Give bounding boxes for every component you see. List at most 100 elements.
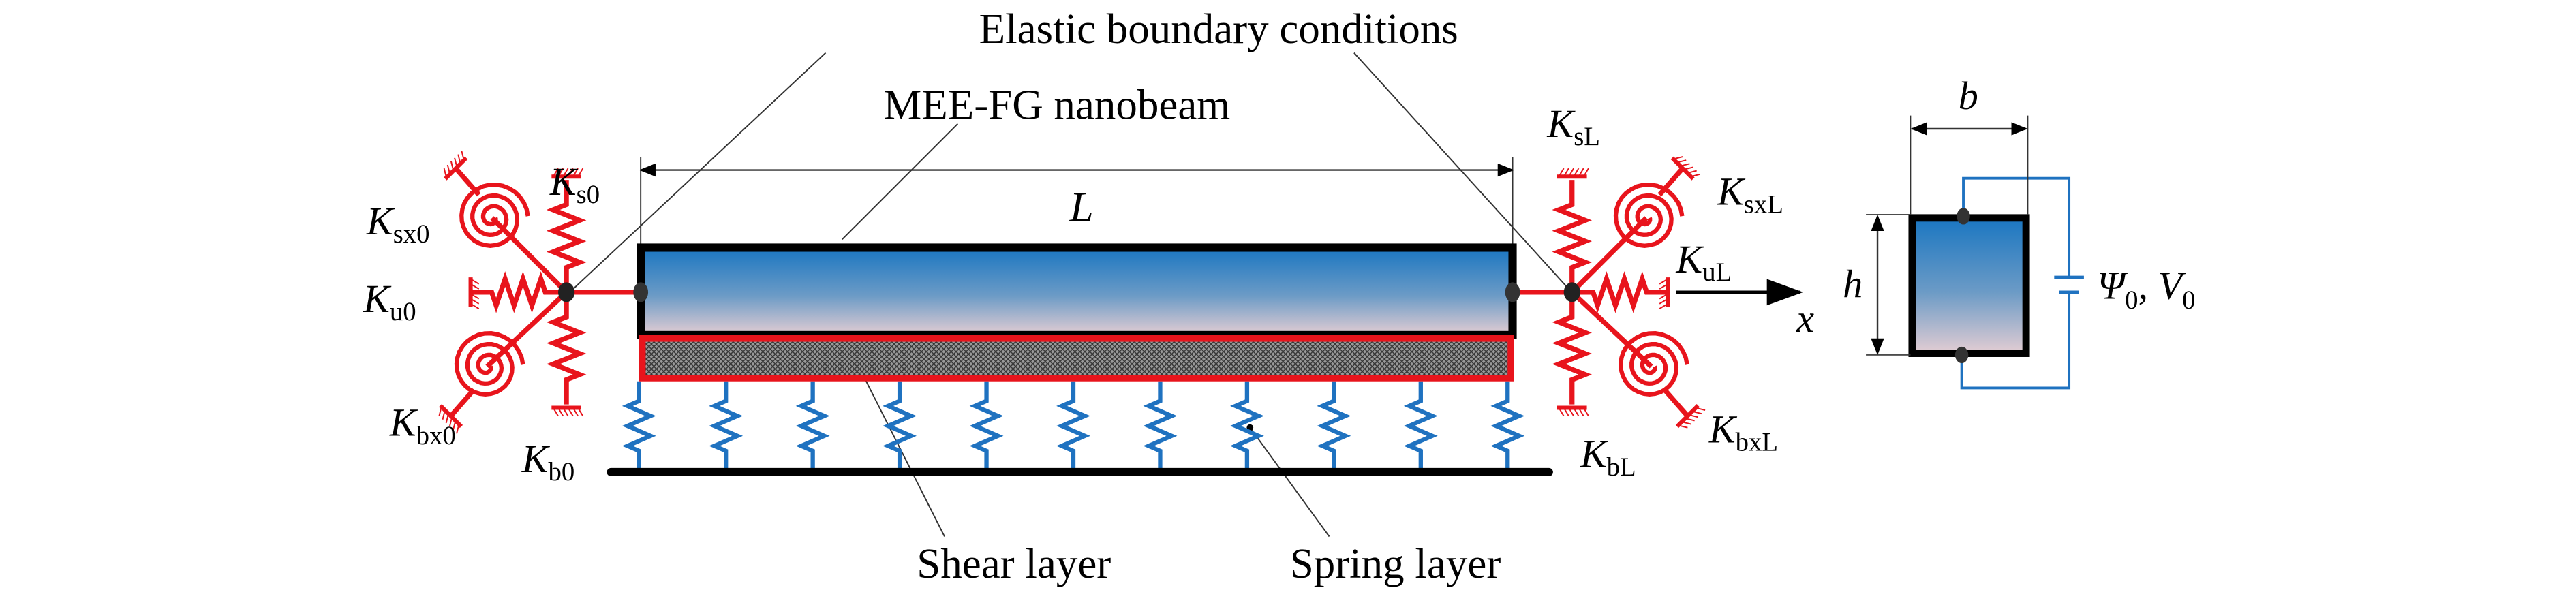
vertical-spring-top [1552,180,1593,292]
ground-hatch [1573,407,1580,417]
label-KsxL: KsxL [1717,169,1783,219]
ground-bar [438,404,463,429]
x-axis-label: x [1796,296,1814,341]
ground-hatch [552,168,559,177]
ground-hatch [1696,407,1706,411]
foundation-spring [883,381,917,471]
spring-layer [622,381,1525,471]
ground-hatch [1659,303,1668,309]
length-dimension [639,157,1514,248]
circuit-wire-top [1962,176,2071,278]
ground-hatch [1558,407,1565,417]
ground-hatch [1688,414,1699,418]
vertical-spring-top [546,180,587,292]
label-KsL: KsL [1546,102,1600,151]
label-Kbx0: Kbx0 [389,401,456,450]
spring-layer-label: Spring layer [1290,540,1501,587]
elastic-boundary-title: Elastic boundary conditions [979,5,1458,52]
ground-hatch [1659,278,1668,285]
rotational-spring-top [1613,182,1685,248]
ground-hatch [1690,173,1701,178]
ground-bar [1675,404,1700,429]
ground-hatch [445,413,450,424]
ground-bottom [1557,405,1589,417]
ground-top [1557,168,1589,179]
ground-hatch [1681,421,1691,425]
ground-hatch [562,168,569,177]
foundation-spring [969,381,1004,471]
ground-horizontal [1659,277,1670,309]
ground-hatch [470,283,480,290]
ground-rot-bottom [438,404,463,434]
ground-hatch [577,407,584,417]
ground-hatch [470,278,480,285]
foundation-spring [1056,381,1090,471]
rotational-lead-top [1657,166,1685,197]
ground-hatch [1673,156,1683,160]
nanobeam-title: MEE-FG nanobeam [883,80,1230,128]
ground-rot-bottom [1675,404,1706,429]
ground-hatch [562,407,569,417]
foundation-spring [795,381,830,471]
ground-bottom [551,405,584,417]
ground-hatch [572,407,579,417]
top-electrode-dot [1957,208,1970,225]
foundation-spring [1143,381,1178,471]
ground-hatch [461,151,465,161]
right-boundary-springs [1552,156,1706,429]
ground-hatch [1582,407,1589,417]
right-node [1563,282,1580,302]
ground-hatch [450,161,455,171]
ground-hatch [567,407,574,417]
label-KuL: KuL [1675,237,1732,287]
ground-hatch [1678,424,1688,429]
ground-hatch [454,157,458,168]
ground-hatch [1582,168,1589,177]
ground-hatch [1676,159,1687,164]
foundation-spring [1230,381,1264,471]
ground-hatch [1680,163,1690,167]
ground-hatch [1563,407,1569,417]
rotational-lead-bottom [448,388,476,418]
rotational-spring-bottom [454,331,525,397]
shear-layer-label: Shear layer [917,540,1111,587]
label-KbxL: KbxL [1708,407,1778,456]
foundation-spring [1490,381,1525,471]
ground-hatch [557,168,564,177]
ground-hatch [577,168,584,177]
vertical-spring-bottom [546,292,587,405]
leader-nanobeam [842,123,959,240]
ground-hatch [1578,407,1584,417]
horizontal-spring [1571,271,1668,313]
rotational-lead-top [454,166,481,197]
ground-horizontal [468,277,480,309]
label-KbL: KbL [1580,432,1636,482]
ground-hatch [443,168,448,178]
cross-section [1866,115,2084,390]
left-beam-end-dot [633,282,649,302]
rotational-spring-bottom [1619,331,1689,397]
left-node [558,282,575,302]
ground-hatch [442,409,446,420]
ground-rot-top [443,151,468,181]
ground-hatch [1659,293,1668,300]
horizontal-spring [470,271,567,313]
ground-hatch [470,298,480,305]
ground-hatch [448,417,453,427]
ground-hatch [1573,168,1580,177]
ground-bar [444,156,468,181]
foundation-spring [622,381,656,471]
ground-hatch [552,407,559,417]
cross-section-body [1908,214,2030,357]
ground-hatch [1687,170,1697,174]
foundation-spring [1403,381,1438,471]
leader-spring [1249,427,1330,538]
label-Ks0: Ks0 [549,159,600,209]
shear-layer [639,335,1514,382]
rotational-arm-bottom [1570,290,1653,369]
rotational-lead-bottom [1662,388,1690,418]
ground-hatch [470,303,480,309]
vertical-spring-bottom [1552,292,1593,405]
ground-hatch [452,420,457,431]
